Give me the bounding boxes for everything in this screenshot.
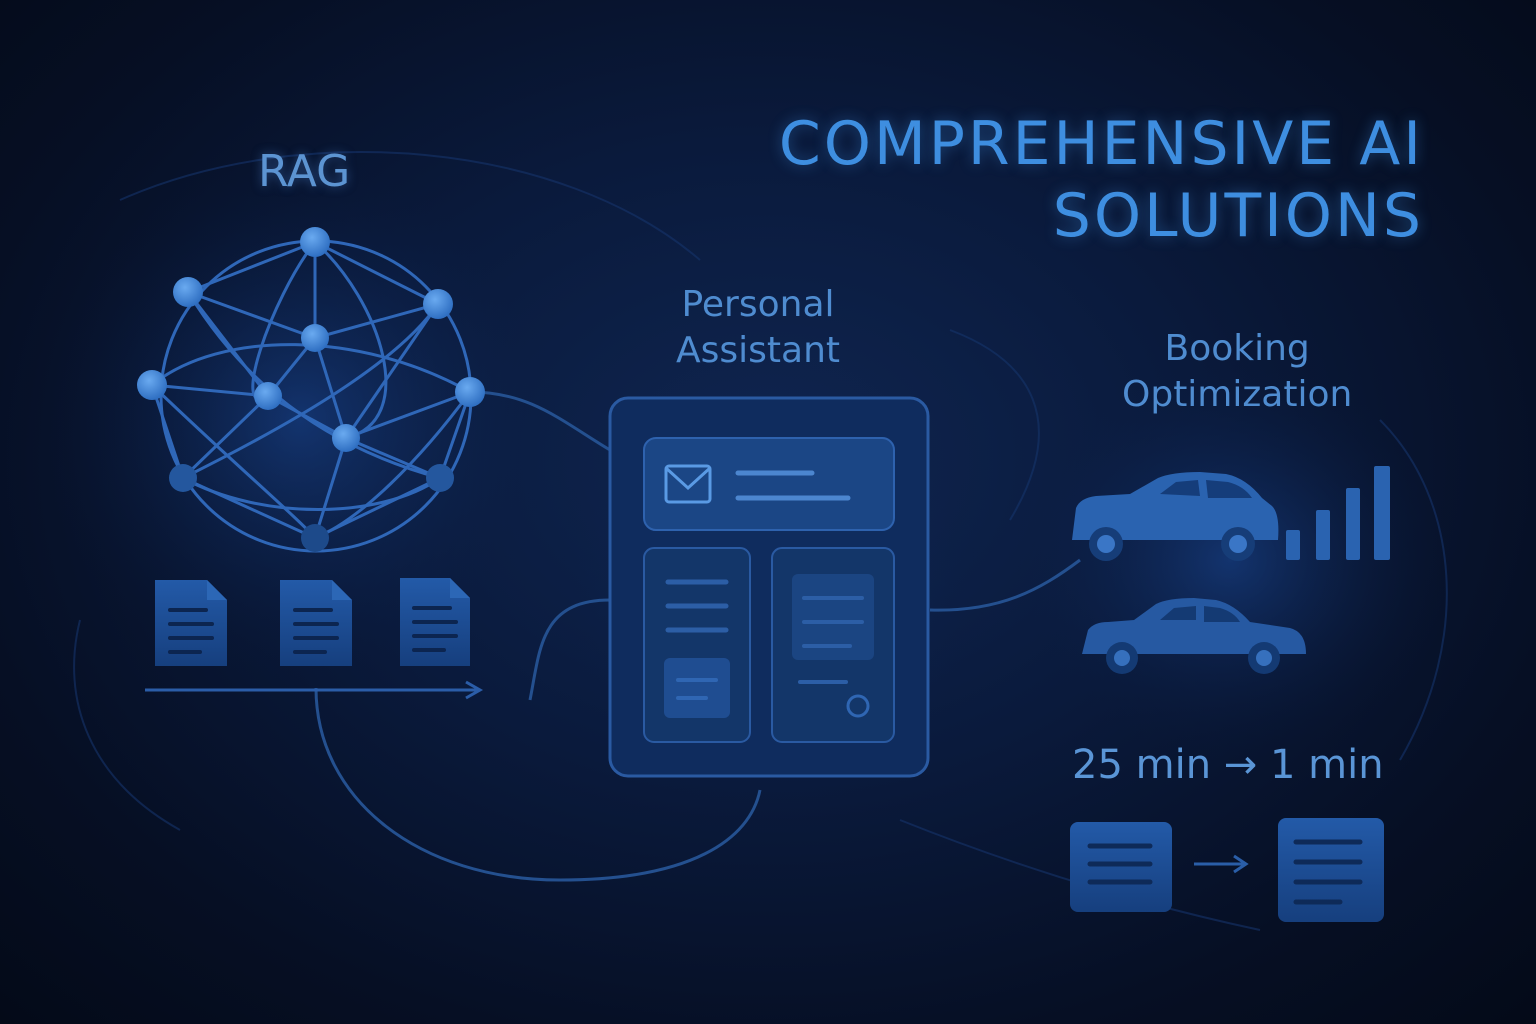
document-icon (155, 580, 227, 666)
booking-optimization-line-1: Booking (1164, 328, 1310, 369)
rag-label: RAG (258, 146, 351, 197)
page-title: COMPREHENSIVE AI SOLUTIONS (779, 108, 1424, 252)
personal-assistant-label: Personal Assistant (676, 282, 840, 374)
document-icon-group (155, 578, 470, 666)
document-icon (1070, 822, 1172, 912)
title-line-1: COMPREHENSIVE AI (778, 109, 1424, 179)
assistant-device (608, 396, 930, 778)
booking-optimization-line-2: Optimization (1122, 374, 1353, 415)
car-icon (1082, 598, 1306, 674)
bar-chart-icon (1286, 466, 1390, 560)
document-icon (1278, 818, 1384, 922)
title-line-2: SOLUTIONS (1052, 181, 1424, 251)
car-icon (1072, 472, 1279, 561)
personal-assistant-line-2: Assistant (676, 330, 841, 371)
time-improvement-label: 25 min → 1 min (1072, 742, 1384, 788)
arrow-right-icon (1194, 854, 1249, 874)
mail-icon (664, 464, 712, 504)
document-icon (280, 580, 352, 666)
connector-lines (314, 390, 1081, 882)
booking-optimization-label: Booking Optimization (1122, 326, 1352, 418)
document-icon (400, 578, 470, 666)
personal-assistant-line-1: Personal (681, 284, 835, 325)
arrow-right-icon (145, 680, 484, 700)
network-graph-icon (137, 227, 485, 553)
